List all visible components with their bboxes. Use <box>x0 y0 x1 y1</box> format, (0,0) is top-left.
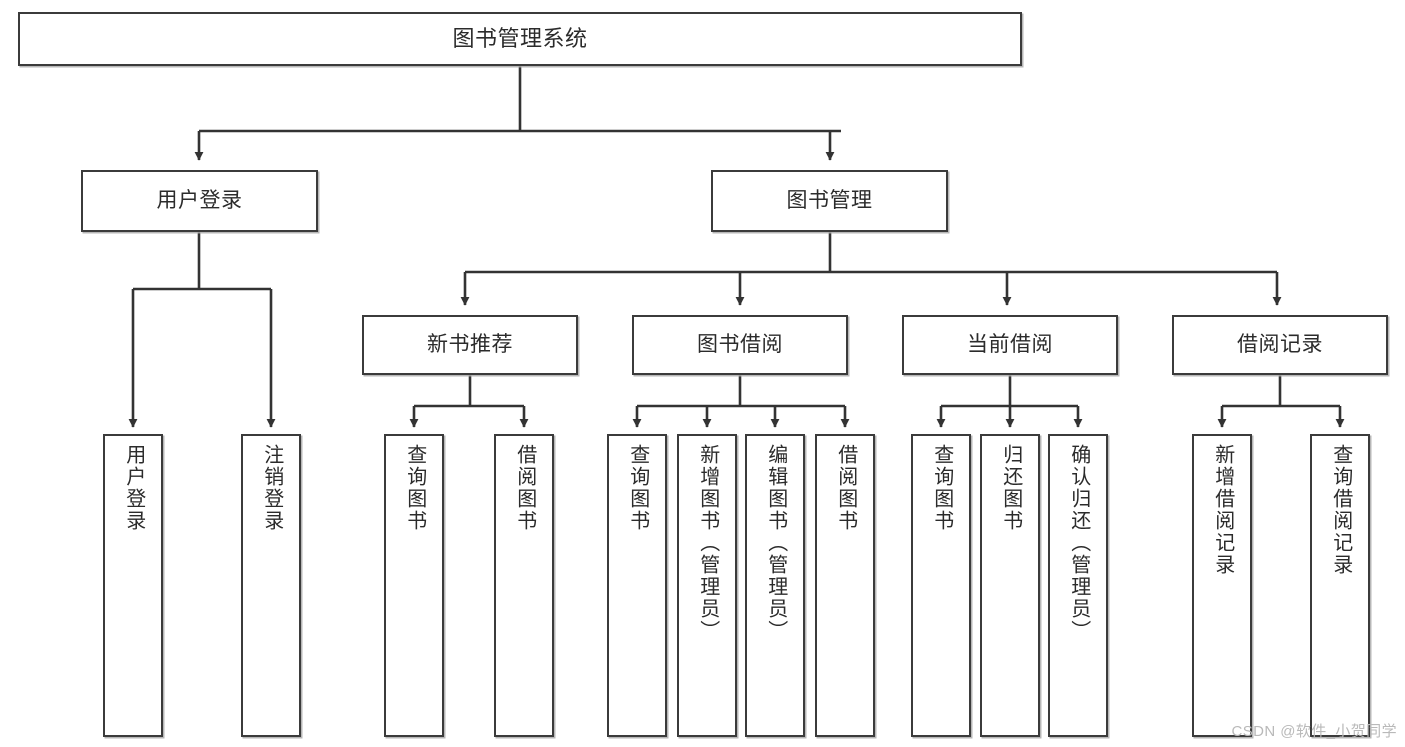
node-label: 用户登录 <box>122 444 145 532</box>
node-label: 图书管理系统 <box>452 26 588 52</box>
node-leaf-new-book-query[interactable]: 查询图书 <box>384 434 444 737</box>
node-current-borrow[interactable]: 当前借阅 <box>902 315 1118 375</box>
node-user-login[interactable]: 用户登录 <box>81 170 318 232</box>
csdn-watermark: CSDN @软件_小贺同学 <box>1231 723 1397 740</box>
node-leaf-borrow-query-book[interactable]: 查询图书 <box>607 434 667 737</box>
node-label: 图书管理 <box>786 188 873 212</box>
node-leaf-borrow-edit-book[interactable]: 编辑图书（管理员） <box>745 434 805 737</box>
node-label: 查询图书 <box>930 444 953 532</box>
node-label: 归还图书 <box>999 444 1022 532</box>
node-leaf-current-query-book[interactable]: 查询图书 <box>911 434 971 737</box>
node-label: 借阅图书 <box>513 444 536 532</box>
node-label: 注销登录 <box>260 444 283 532</box>
node-new-book-recommend[interactable]: 新书推荐 <box>362 315 578 375</box>
node-leaf-borrow-add-book[interactable]: 新增图书（管理员） <box>677 434 737 737</box>
node-label: 用户登录 <box>156 188 243 212</box>
node-leaf-user-login-login[interactable]: 用户登录 <box>103 434 163 737</box>
node-label: 新书推荐 <box>427 332 513 356</box>
node-borrow-record[interactable]: 借阅记录 <box>1172 315 1388 375</box>
node-label: 借阅图书 <box>834 444 857 532</box>
node-label: 确认归还（管理员） <box>1067 444 1090 642</box>
node-leaf-record-add[interactable]: 新增借阅记录 <box>1192 434 1252 737</box>
node-leaf-current-confirm-return[interactable]: 确认归还（管理员） <box>1048 434 1108 737</box>
node-leaf-new-book-borrow[interactable]: 借阅图书 <box>494 434 554 737</box>
node-label: 编辑图书（管理员） <box>764 444 787 642</box>
node-label: 借阅记录 <box>1237 332 1323 356</box>
node-leaf-borrow-borrow-book[interactable]: 借阅图书 <box>815 434 875 737</box>
node-leaf-record-query[interactable]: 查询借阅记录 <box>1310 434 1370 737</box>
node-leaf-user-login-logout[interactable]: 注销登录 <box>241 434 301 737</box>
node-book-management[interactable]: 图书管理 <box>711 170 948 232</box>
node-label: 查询借阅记录 <box>1329 444 1352 576</box>
node-label: 查询图书 <box>626 444 649 532</box>
node-label: 查询图书 <box>403 444 426 532</box>
node-root-system[interactable]: 图书管理系统 <box>18 12 1022 66</box>
node-label: 当前借阅 <box>967 332 1053 356</box>
node-label: 新增借阅记录 <box>1211 444 1234 576</box>
node-label: 新增图书（管理员） <box>696 444 719 642</box>
node-book-borrow[interactable]: 图书借阅 <box>632 315 848 375</box>
node-label: 图书借阅 <box>697 332 783 356</box>
node-leaf-current-return-book[interactable]: 归还图书 <box>980 434 1040 737</box>
